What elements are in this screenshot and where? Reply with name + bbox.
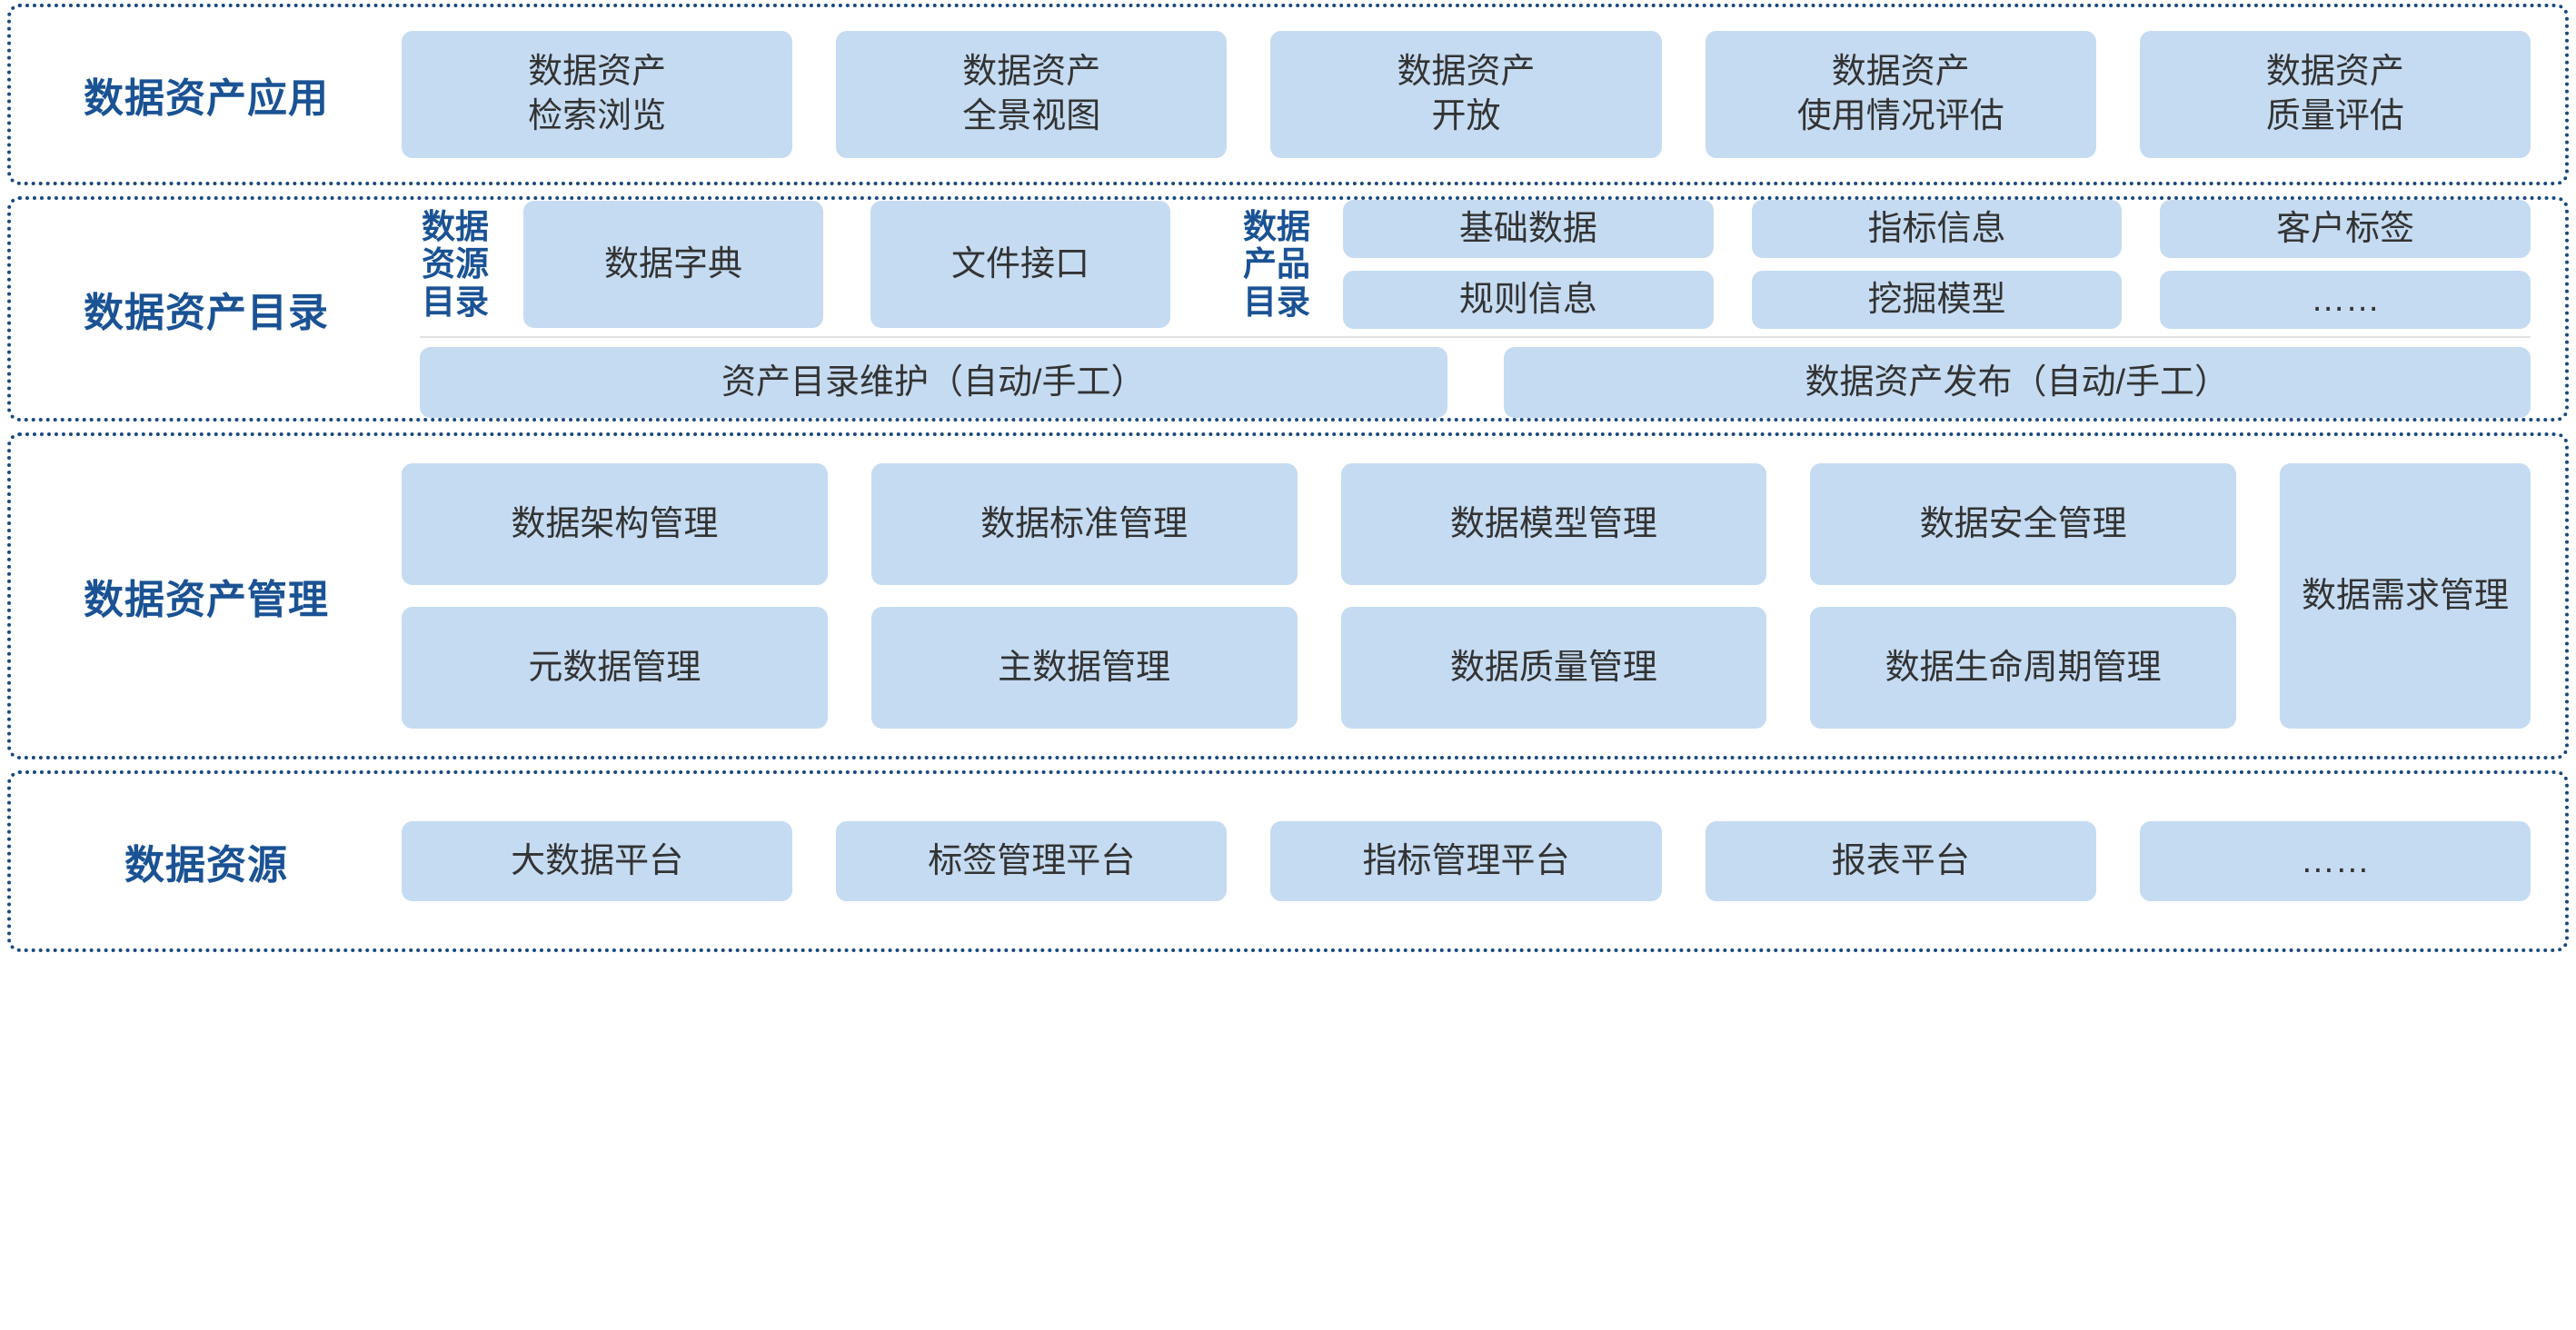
resource-item-row: 大数据平台 标签管理平台 指标管理平台 报表平台 ……: [402, 821, 2565, 901]
chip-data-lifecycle-management[interactable]: 数据生命周期管理: [1810, 607, 2236, 729]
management-column-4: 数据安全管理 数据生命周期管理: [1810, 463, 2236, 729]
chip-line-1: 数据资产: [962, 53, 1101, 92]
chip-asset-quality-evaluation[interactable]: 数据资产 质量评估: [2139, 31, 2531, 158]
chip-asset-publish[interactable]: 数据资产发布（自动/手工）: [1503, 347, 2531, 418]
vlabel-line-3: 目录: [422, 283, 489, 321]
section-title-catalog: 数据资产目录: [84, 291, 329, 335]
vlabel-line-2: 产品: [1243, 245, 1310, 283]
chip-asset-search-browse[interactable]: 数据资产 检索浏览: [402, 31, 793, 158]
chip-master-data-management[interactable]: 主数据管理: [870, 607, 1298, 729]
chip-more-ellipsis[interactable]: ……: [2139, 821, 2531, 901]
chip-line-1: 数据资产: [1397, 53, 1536, 92]
section-data-asset-application: 数据资产应用 数据资产 检索浏览 数据资产 全景视图 数据资产 开放 数据资产 …: [7, 4, 2569, 185]
catalog-divider: [420, 336, 2531, 338]
section-data-resource: 数据资源 大数据平台 标签管理平台 指标管理平台 报表平台 ……: [7, 770, 2569, 952]
management-column-3: 数据模型管理 数据质量管理: [1340, 463, 1767, 729]
section-data-asset-management: 数据资产管理 数据架构管理 元数据管理 数据标准管理 主数据管理 数据模型管理 …: [7, 432, 2569, 759]
product-items-row-1: 基础数据 指标信息 客户标签: [1343, 200, 2531, 259]
chip-rule-info[interactable]: 规则信息: [1343, 271, 1714, 330]
section-body-resource: 大数据平台 标签管理平台 指标管理平台 报表平台 ……: [402, 774, 2565, 948]
management-column-1: 数据架构管理 元数据管理: [402, 463, 828, 729]
chip-asset-open[interactable]: 数据资产 开放: [1270, 31, 1662, 158]
chip-line-2: 全景视图: [962, 97, 1101, 135]
chip-customer-tag[interactable]: 客户标签: [2160, 200, 2531, 259]
chip-data-security-management[interactable]: 数据安全管理: [1810, 463, 2236, 585]
chip-data-model-management[interactable]: 数据模型管理: [1340, 463, 1767, 585]
chip-line-2: 使用情况评估: [1796, 97, 2004, 135]
catalog-bottom-row: 资产目录维护（自动/手工） 数据资产发布（自动/手工）: [402, 347, 2565, 418]
chip-line-1: 数据资产: [1831, 53, 1970, 92]
catalog-top-row: 数据 资源 目录 数据字典 文件接口 数据 产品 目录 基础数据 指标信息: [402, 200, 2565, 330]
section-title-resource: 数据资源: [124, 843, 288, 888]
chip-mining-model[interactable]: 挖掘模型: [1751, 271, 2123, 330]
management-grid: 数据架构管理 元数据管理 数据标准管理 主数据管理 数据模型管理 数据质量管理 …: [402, 463, 2236, 729]
chip-basic-data[interactable]: 基础数据: [1343, 200, 1714, 259]
chip-asset-usage-evaluation[interactable]: 数据资产 使用情况评估: [1705, 31, 2096, 158]
chip-more-ellipsis[interactable]: ……: [2160, 271, 2531, 330]
vlabel-line-1: 数据: [422, 207, 489, 245]
section-title-application: 数据资产应用: [84, 76, 329, 121]
section-body-catalog: 数据 资源 目录 数据字典 文件接口 数据 产品 目录 基础数据 指标信息: [402, 200, 2565, 418]
label-data-product-catalog: 数据 产品 目录: [1223, 208, 1330, 321]
application-item-row: 数据资产 检索浏览 数据资产 全景视图 数据资产 开放 数据资产 使用情况评估 …: [402, 31, 2565, 158]
chip-data-requirement-management[interactable]: 数据需求管理: [2280, 463, 2531, 729]
section-title-management: 数据资产管理: [84, 578, 329, 622]
chip-catalog-maintenance[interactable]: 资产目录维护（自动/手工）: [420, 347, 1447, 418]
section-body-management: 数据架构管理 元数据管理 数据标准管理 主数据管理 数据模型管理 数据质量管理 …: [402, 436, 2565, 756]
chip-report-platform[interactable]: 报表平台: [1705, 821, 2096, 901]
chip-data-architecture-management[interactable]: 数据架构管理: [402, 463, 828, 585]
chip-file-interface[interactable]: 文件接口: [870, 201, 1170, 329]
chip-line-1: 数据资产: [2265, 53, 2404, 92]
management-layout: 数据架构管理 元数据管理 数据标准管理 主数据管理 数据模型管理 数据质量管理 …: [402, 463, 2565, 729]
resource-catalog-items: 数据字典 文件接口: [523, 201, 1170, 329]
chip-indicator-management-platform[interactable]: 指标管理平台: [1270, 821, 1662, 901]
chip-asset-panorama-view[interactable]: 数据资产 全景视图: [836, 31, 1228, 158]
vlabel-line-3: 目录: [1243, 283, 1310, 321]
section-data-asset-catalog: 数据资产目录 数据 资源 目录 数据字典 文件接口 数据 产品 目录: [7, 196, 2569, 422]
chip-line-2: 开放: [1431, 97, 1501, 135]
chip-metadata-management[interactable]: 元数据管理: [402, 607, 828, 729]
section-body-application: 数据资产 检索浏览 数据资产 全景视图 数据资产 开放 数据资产 使用情况评估 …: [402, 7, 2565, 182]
chip-bigdata-platform[interactable]: 大数据平台: [402, 821, 793, 901]
management-column-2: 数据标准管理 主数据管理: [870, 463, 1298, 729]
chip-line-2: 检索浏览: [528, 97, 667, 135]
label-data-resource-catalog: 数据 资源 目录: [402, 208, 509, 321]
product-catalog-items: 基础数据 指标信息 客户标签 规则信息 挖掘模型 ……: [1343, 200, 2531, 330]
vlabel-line-1: 数据: [1243, 207, 1310, 245]
chip-tag-management-platform[interactable]: 标签管理平台: [836, 821, 1228, 901]
chip-data-dictionary[interactable]: 数据字典: [523, 201, 823, 329]
chip-line-2: 质量评估: [2265, 97, 2404, 135]
chip-data-standard-management[interactable]: 数据标准管理: [870, 463, 1298, 585]
chip-line-1: 数据资产: [528, 53, 667, 92]
product-items-row-2: 规则信息 挖掘模型 ……: [1343, 271, 2531, 330]
chip-data-quality-management[interactable]: 数据质量管理: [1340, 607, 1767, 729]
chip-indicator-info[interactable]: 指标信息: [1751, 200, 2123, 259]
vlabel-line-2: 资源: [422, 245, 489, 283]
